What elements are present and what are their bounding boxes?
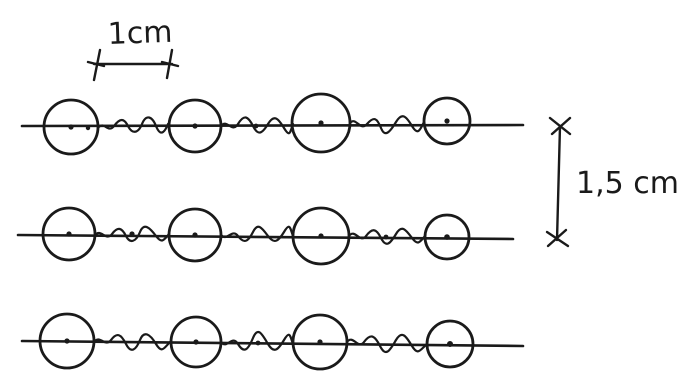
- wavy-connector: [345, 333, 429, 354]
- wavy-connector: [219, 225, 295, 242]
- seed-dots: [64, 338, 453, 347]
- seed-dots: [68, 118, 450, 131]
- seed-dots: [66, 231, 450, 240]
- wavy-connector: [348, 115, 426, 135]
- wavy-connector: [92, 333, 172, 351]
- row-1: [20, 92, 525, 156]
- wavy-connector: [93, 225, 171, 242]
- row-3: [20, 312, 525, 371]
- wavy-connector: [219, 116, 295, 135]
- vertical-spacing-label: 1,5 cm: [576, 166, 679, 201]
- wavy-connector: [347, 227, 427, 245]
- tick-bottom: [545, 228, 570, 248]
- horizontal-spacing-label: 1cm: [107, 15, 173, 52]
- tick-right: [160, 48, 180, 80]
- row-2: [16, 206, 515, 266]
- tick-top: [548, 116, 572, 136]
- vertical-dimension: 1,5 cm: [545, 116, 679, 248]
- wavy-connector: [219, 330, 295, 351]
- wavy-connector: [96, 116, 170, 134]
- tick-left: [86, 48, 106, 82]
- horizontal-dimension: 1cm: [86, 15, 180, 82]
- dimension-line: [555, 124, 562, 242]
- row-line: [16, 233, 515, 241]
